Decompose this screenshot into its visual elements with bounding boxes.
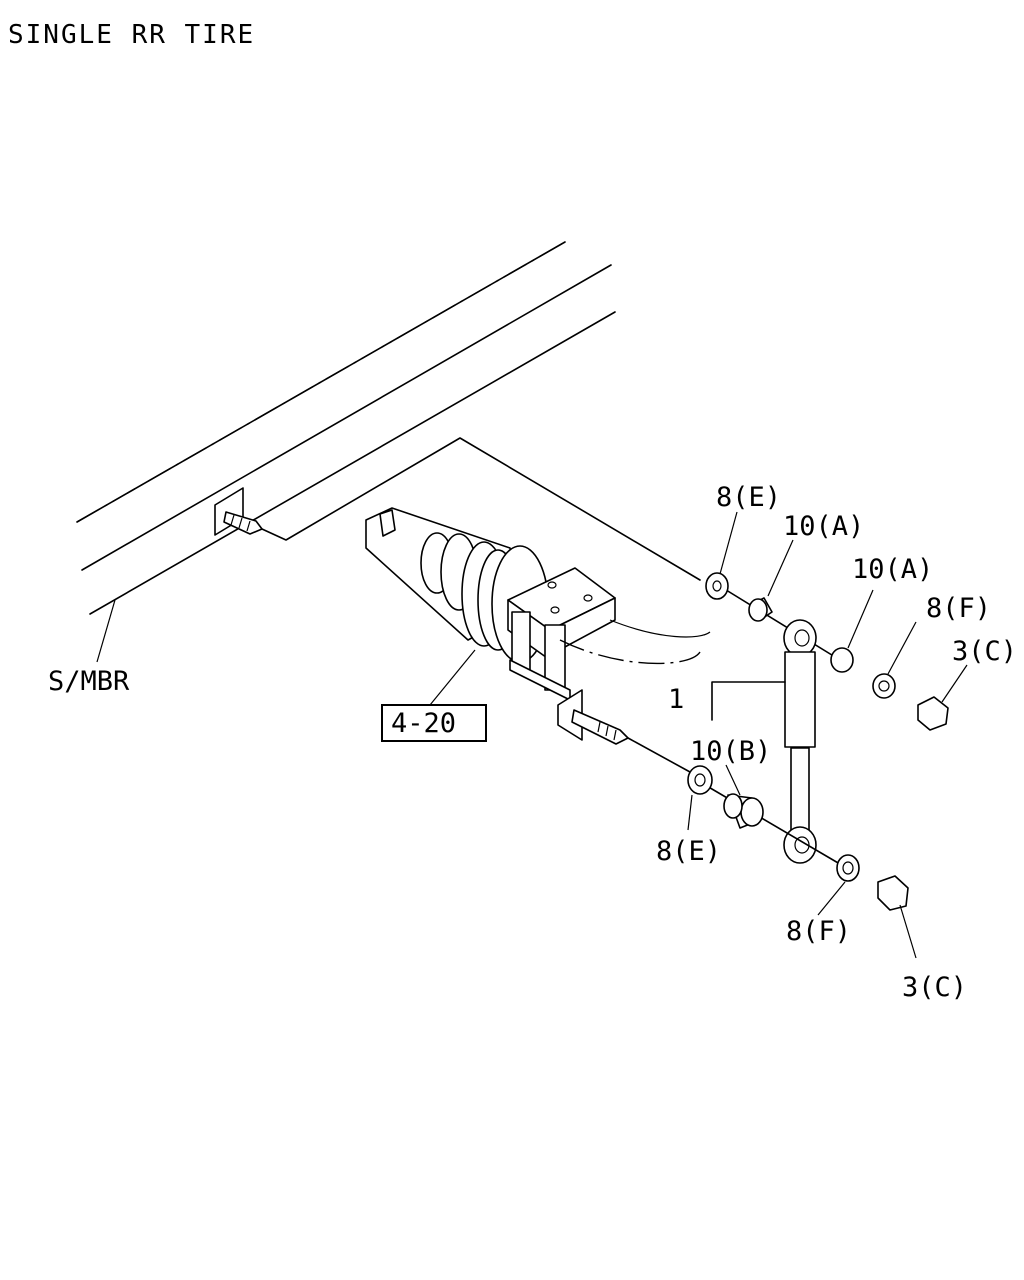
washer-8e-upper [705, 572, 729, 600]
ref-box-label: 4-20 [391, 708, 456, 739]
label-8e-upper: 8(E) [716, 482, 781, 513]
ref-box [381, 704, 487, 742]
shock-absorber [783, 619, 817, 864]
label-10a-second: 10(A) [852, 554, 933, 585]
side-member [76, 241, 616, 615]
nut-3c-lower [877, 875, 909, 911]
label-10a-first: 10(A) [783, 511, 864, 542]
upper-mount-leader [261, 437, 701, 581]
nut-3c-upper [917, 696, 949, 731]
washer-8f-lower [836, 854, 860, 882]
axle-housing [365, 507, 711, 745]
label-8f-lower: 8(F) [786, 916, 851, 947]
diagram-title: SINGLE RR TIRE [8, 20, 255, 50]
lower-bracket [557, 689, 583, 741]
ref-leader [429, 649, 476, 706]
washer-8f-upper [872, 673, 896, 699]
label-10b: 10(B) [690, 736, 771, 767]
lower-mount-leader [627, 737, 691, 773]
label-8f-upper: 8(F) [926, 593, 991, 624]
washer-8e-lower [687, 765, 713, 795]
label-8e-lower: 8(E) [656, 836, 721, 867]
shock-label: 1 [668, 684, 684, 715]
label-3c-upper: 3(C) [952, 636, 1017, 667]
lower-stud [571, 709, 629, 745]
smbr-label: S/MBR [48, 666, 130, 697]
label-leaders [687, 511, 968, 959]
label-3c-lower: 3(C) [902, 972, 967, 1003]
bushing-10a-upper-2 [830, 647, 854, 673]
shock-leader [711, 681, 786, 721]
smbr-leader [96, 599, 116, 663]
